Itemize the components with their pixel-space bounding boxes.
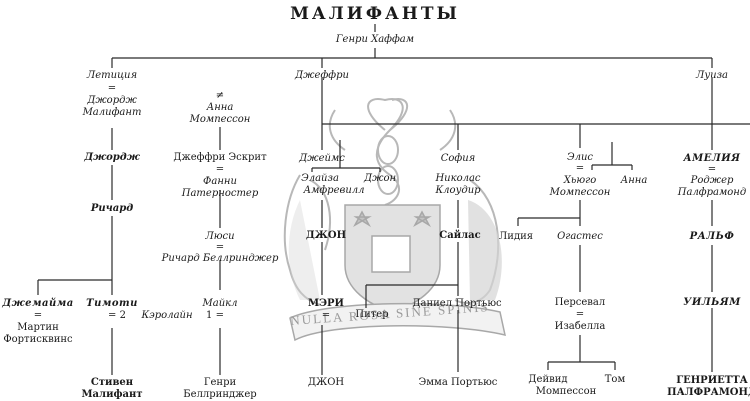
person-anna-mompesson-line2: Момпессон — [189, 114, 251, 125]
person-george: Джордж — [84, 152, 140, 163]
person-john-final: ДЖОН — [307, 377, 345, 388]
person-george-malifant-line1: Джордж — [87, 95, 137, 106]
person-james: Джеймс — [299, 153, 345, 164]
person-silas: Сайлас — [439, 230, 481, 241]
marriage-1-symbol: 1 = — [206, 310, 224, 321]
not-married-symbol: ≠ — [215, 90, 225, 101]
person-nicholas-line1: Николас — [435, 173, 481, 184]
person-fanny-line1: Фанни — [203, 176, 237, 187]
person-mary: МЭРИ — [308, 298, 344, 309]
person-henri-haffam: Генри Хаффам — [335, 34, 415, 45]
person-jemima: Джемайма — [2, 298, 74, 309]
person-anna: Анна — [620, 175, 648, 186]
marriage-symbol: = — [215, 164, 225, 175]
person-george-malifant-line2: Малифант — [82, 107, 142, 118]
person-peter: Питер — [355, 309, 389, 320]
person-jeffrey-eskrit: Джеффри Эскрит — [173, 152, 267, 163]
person-lydia: Лидия — [498, 231, 534, 242]
person-timothy: Тимоти — [86, 298, 138, 309]
person-ralph: РАЛЬФ — [689, 231, 735, 242]
person-henrietta-line2: ПАЛФРАМОНД — [667, 387, 750, 398]
person-jeffrey: Джеффри — [295, 70, 349, 81]
person-martin-line1: Мартин — [17, 322, 59, 333]
person-isabella: Изабелла — [554, 321, 606, 332]
person-martin-line2: Фортисквинс — [3, 334, 73, 345]
marriage-symbol: = — [33, 310, 43, 321]
person-john-caps: ДЖОН — [305, 230, 347, 241]
person-amelia: АМЕЛИЯ — [683, 153, 741, 164]
person-henrietta-line1: ГЕНРИЕТТА — [676, 375, 748, 386]
person-louisa: Луиза — [695, 70, 729, 81]
marriage-symbol: = — [107, 83, 117, 94]
person-john-italic: Джон — [363, 173, 397, 184]
person-leticia: Летиция — [86, 70, 138, 81]
person-david-line2: Момпессон — [535, 386, 597, 397]
marriage-symbol: = — [575, 163, 585, 174]
person-sophia: София — [440, 153, 476, 164]
marriage-symbol: = — [575, 309, 585, 320]
person-william: УИЛЬЯМ — [683, 297, 741, 308]
marriage-symbol: = — [215, 242, 225, 253]
person-hugo-line2: Момпессон — [549, 187, 611, 198]
person-richard-bellringer: Ричард Беллринджер — [161, 253, 279, 264]
person-caroline: Кэролайн — [141, 310, 193, 321]
person-henry-bellringer-line1: Генри — [203, 377, 237, 388]
person-stephen-line1: Стивен — [90, 377, 134, 388]
person-stephen-line2: Малифант — [81, 389, 143, 400]
person-roger-line2: Палфрамонд — [677, 187, 747, 198]
marriage-2-symbol: = 2 — [108, 310, 126, 321]
person-alice: Элис — [566, 152, 594, 163]
person-fanny-line2: Патерностер — [181, 188, 259, 199]
person-hugo-line1: Хьюго — [563, 175, 597, 186]
person-lucy: Люси — [205, 231, 235, 242]
diagram-title: МАЛИФАНТЫ — [290, 4, 460, 24]
person-nicholas-line2: Клоудир — [435, 185, 481, 196]
person-roger-line1: Роджер — [690, 175, 734, 186]
person-michael: Майкл — [202, 298, 238, 309]
person-eliza-line2: Амфревилл — [303, 185, 365, 196]
person-eliza-line1: Элайза — [301, 173, 339, 184]
person-emma-portius: Эмма Портьюс — [418, 377, 498, 388]
marriage-symbol: = — [707, 164, 717, 175]
person-david-line1: Дейвид — [528, 374, 568, 385]
person-henry-bellringer-line2: Беллринджер — [183, 389, 257, 400]
person-percival: Персевал — [554, 297, 606, 308]
person-augustus: Огастес — [557, 231, 603, 242]
marriage-symbol: = — [321, 310, 331, 321]
person-richard: Ричард — [90, 203, 134, 214]
person-daniel-portius: Даниел Портьюс — [412, 298, 502, 309]
person-anna-mompesson-line1: Анна — [206, 102, 234, 113]
person-tom: Том — [604, 374, 626, 385]
